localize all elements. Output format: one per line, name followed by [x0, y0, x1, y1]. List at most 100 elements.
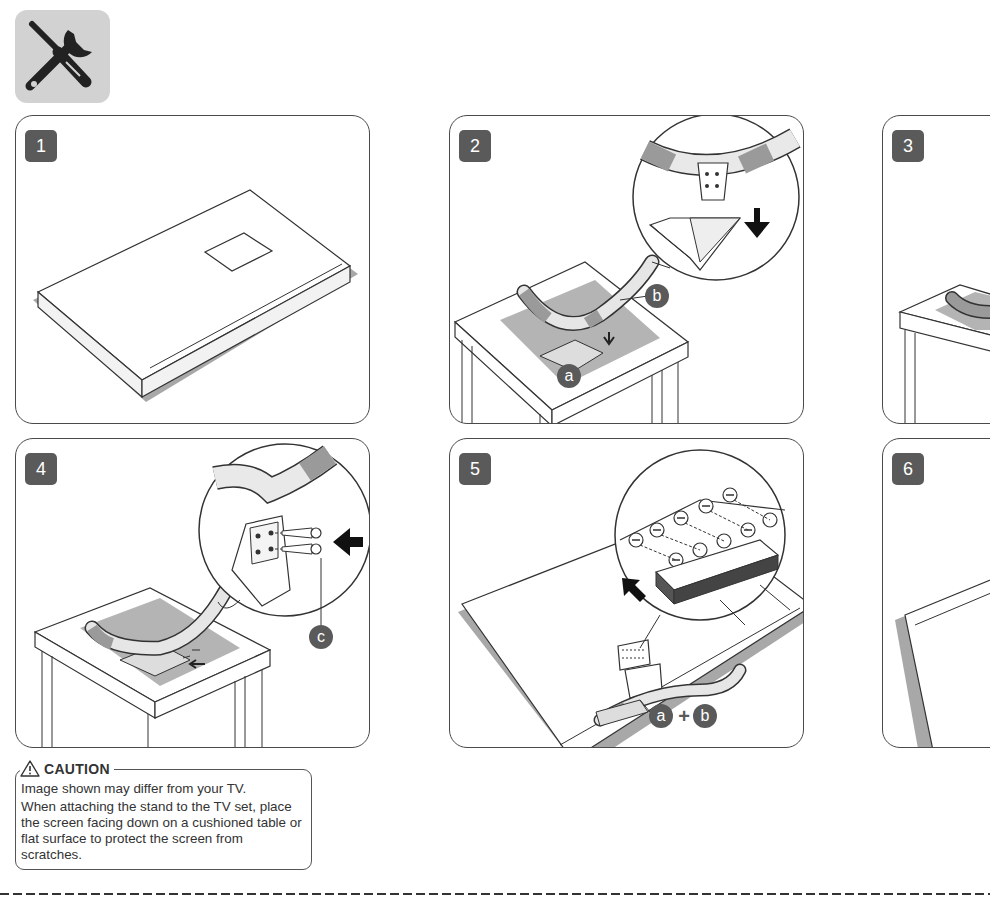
- stand-on-table: [524, 262, 652, 324]
- tv-with-stand: [669, 553, 683, 567]
- step-panel: 1: [15, 115, 370, 424]
- plus-sign: +: [674, 704, 694, 728]
- tv-with-stand: [458, 518, 803, 747]
- tool-icon: [66, 62, 80, 76]
- tv-with-stand: [656, 540, 778, 590]
- tv-with-stand: [640, 615, 660, 648]
- stand-on-table: [705, 172, 709, 176]
- step-number: 6: [892, 453, 924, 485]
- tv-with-stand: [629, 488, 777, 567]
- stand-on-table: [715, 172, 719, 176]
- stand-screws: [199, 444, 369, 616]
- tv-partial: [895, 575, 990, 747]
- tool-icon: [64, 30, 92, 57]
- stand-on-table: [540, 340, 603, 371]
- stand-on-table: [705, 184, 709, 188]
- step-number: 5: [459, 453, 491, 485]
- tv-face-down: [205, 233, 272, 271]
- stand-on-table: [645, 138, 795, 165]
- tv-with-stand: [720, 585, 790, 625]
- tv-with-stand: [699, 499, 713, 513]
- tool-icon: [58, 52, 86, 82]
- step-panel: 5: [449, 438, 804, 748]
- stand-screws: [120, 644, 190, 676]
- stand-screws: [311, 544, 321, 554]
- tv-with-stand: [600, 670, 740, 720]
- tv-with-stand: [625, 664, 662, 698]
- tv-partial: [895, 572, 990, 747]
- stand-on-table: [633, 116, 799, 280]
- stand-on-table: [744, 208, 770, 238]
- stand-on-table-partial: [905, 330, 915, 423]
- stand-screws: [35, 632, 155, 718]
- stand-screws: [215, 455, 330, 490]
- warning-triangle: [21, 761, 39, 776]
- stand-screws: [269, 547, 274, 552]
- stand-on-table: [455, 322, 552, 423]
- callout-letter: b: [693, 704, 717, 728]
- tv-with-stand: [622, 650, 646, 658]
- stand-on-table: [462, 340, 678, 423]
- tool-icon: [32, 24, 60, 52]
- tv-with-stand: [674, 555, 778, 604]
- step-panel: 6: [882, 438, 990, 748]
- tool-icon: [30, 44, 72, 86]
- step-panel: 3: [882, 115, 990, 424]
- tv-with-stand: [640, 700, 650, 712]
- tv-with-stand: [723, 488, 737, 502]
- caution-text: Image shown may differ from your TV.: [21, 781, 307, 797]
- tv-with-stand: [462, 514, 803, 747]
- step-panel: 2: [449, 115, 804, 424]
- tv-with-stand: [640, 500, 770, 560]
- tv-with-stand: [458, 450, 803, 747]
- stand-on-table: [645, 138, 795, 165]
- tv-with-stand: [741, 523, 755, 537]
- stand-screws: [311, 528, 321, 538]
- stand-on-table: [524, 262, 652, 324]
- stand-on-table-partial: [900, 285, 990, 423]
- tv-with-stand: [560, 608, 800, 745]
- stand-screws: [232, 516, 290, 606]
- caution-text: When attaching the stand to the TV set, …: [21, 799, 307, 863]
- tv-with-stand: [763, 513, 777, 527]
- step-number: 2: [459, 130, 491, 162]
- stand-screws: [183, 650, 200, 658]
- tv-with-stand: [615, 450, 785, 620]
- tv-with-stand: [629, 533, 643, 547]
- stand-on-table: [645, 150, 672, 163]
- tv-face-down: [33, 195, 358, 402]
- stand-screws: [321, 558, 322, 625]
- stand-on-table-partial: [952, 298, 990, 312]
- tv-with-stand: [618, 640, 650, 670]
- warning-triangle: [29, 766, 31, 771]
- stand-screws: [250, 522, 278, 564]
- stand-on-table: [500, 280, 660, 385]
- stand-on-table: [650, 218, 740, 270]
- step-number: 1: [25, 130, 57, 162]
- stand-on-table-partial: [900, 312, 990, 356]
- tv-with-stand: [717, 534, 731, 548]
- tv-face-down: [38, 190, 350, 380]
- stand-on-table: [604, 332, 614, 344]
- stand-screws: [92, 628, 112, 644]
- stand-on-table: [742, 152, 770, 165]
- tv-with-stand: [596, 700, 648, 726]
- tv-face-down: [33, 190, 358, 402]
- stand-screws: [269, 531, 274, 536]
- stand-on-table-partial: [900, 285, 990, 340]
- stand-screws: [92, 560, 260, 648]
- step-number: 4: [25, 453, 57, 485]
- tv-partial: [915, 585, 990, 625]
- tool-icon: [15, 10, 110, 103]
- stand-screws: [218, 600, 240, 608]
- step-number: 3: [892, 130, 924, 162]
- tv-face-down: [38, 292, 142, 397]
- stand-screws: [215, 455, 330, 490]
- stand-screws: [92, 560, 260, 648]
- warning-triangle: [29, 773, 31, 775]
- stand-on-table: [455, 116, 799, 423]
- stand-on-table: [690, 218, 740, 262]
- stand-screws: [155, 650, 270, 718]
- stand-on-table: [715, 184, 719, 188]
- tool-icon: [15, 10, 110, 103]
